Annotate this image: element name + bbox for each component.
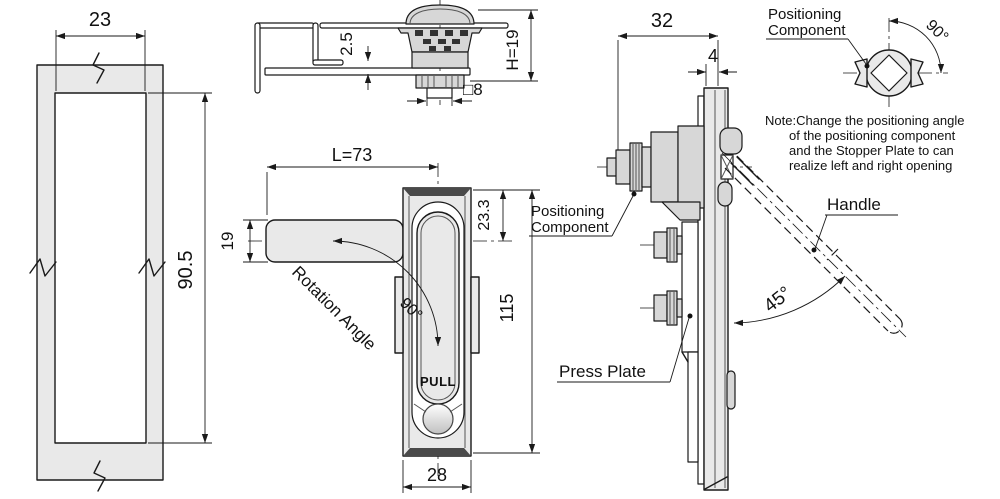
depth-dim: 32: [651, 10, 673, 32]
svg-text:Press Plate: Press Plate: [559, 362, 646, 381]
lock-square-shaft: [426, 87, 453, 99]
press-plate-lower: [687, 351, 699, 463]
positioning-component-label: Positioning Component: [529, 191, 637, 237]
detail-angle-dim: 90°: [922, 17, 951, 46]
side-tab-left: [394, 276, 404, 354]
lock-cap: [405, 4, 475, 25]
svg-text:Handle: Handle: [827, 195, 881, 214]
pivot-pin: [720, 154, 734, 180]
body-width-dim: 28: [427, 465, 447, 485]
handle-side-view: 32 4 45° Positioning Component Handle Pr…: [529, 10, 907, 491]
handle-hub-lower: [717, 181, 733, 207]
lock-nut: [415, 74, 465, 89]
push-lock-button: [422, 403, 454, 435]
positioning-detail-view: 90° Positioning Component: [766, 6, 951, 110]
body-bottom-bevel: [403, 448, 471, 456]
cutout-width-dim: 23: [89, 9, 111, 31]
detail-label: Positioning Component: [766, 6, 870, 69]
bracket-mid-leg: [312, 22, 319, 65]
arm-width-dim: 19: [218, 232, 237, 251]
panel-cutout-view: 23 90.5: [29, 9, 212, 492]
clamp-dim: 2.5: [337, 32, 356, 56]
bolt-assembly-1: [653, 227, 683, 263]
handle-length-dim: L=73: [332, 145, 373, 165]
cylinder-body: [650, 131, 679, 203]
break-mark-right: [138, 258, 166, 277]
note-line-3: and the Stopper Plate to can: [789, 143, 954, 158]
square-shaft-dim: □8: [463, 80, 483, 99]
svg-text:Positioning: Positioning: [531, 203, 604, 220]
break-mark-top: [92, 52, 105, 84]
svg-text:Positioning: Positioning: [768, 6, 841, 23]
break-mark-left: [29, 258, 57, 277]
handle-label: Handle: [811, 195, 898, 253]
press-plate-label: Press Plate: [557, 313, 693, 383]
mounting-plate: [264, 67, 471, 76]
top-offset-dim: 23.3: [476, 199, 493, 230]
cylinder-spacer: [641, 146, 652, 188]
rotation-angle-label: Rotation Angle: [288, 262, 380, 354]
serrated-washer: [629, 142, 643, 192]
bolt-assembly-2: [653, 290, 683, 326]
note-block: Note:Change the positioning angle of the…: [765, 113, 964, 173]
body-top-bevel: [403, 188, 471, 196]
support-wedge: [661, 201, 701, 221]
lock-side-view: 2.5 H=19 □8: [254, 0, 538, 106]
handle-open-position: [721, 152, 907, 338]
cutout-height-dim: 90.5: [175, 251, 197, 290]
break-mark-bottom: [93, 460, 106, 492]
lock-spring-stack: [415, 30, 468, 51]
panel-thickness-dim: 4: [708, 46, 718, 66]
panel-frame: [36, 64, 164, 481]
bracket-left-leg: [254, 22, 261, 94]
cylinder-flange: [677, 125, 705, 209]
svg-text:Component: Component: [768, 22, 846, 39]
handle-hub-upper: [719, 127, 743, 155]
bracket-top-bar-left: [255, 22, 315, 29]
handle-front-view: PULL 19 L=73 23.3 115 28 Rotation Angle …: [218, 145, 540, 493]
side-tab-right: [470, 276, 480, 354]
svg-text:Component: Component: [531, 219, 609, 236]
component-ear-left: [854, 58, 868, 88]
lock-barrel: [411, 51, 469, 69]
body-height-dim: 115: [497, 294, 517, 323]
bracket-mid-horizontal: [312, 59, 344, 66]
cylinder-nut: [615, 149, 631, 185]
pull-label: PULL: [420, 374, 456, 389]
stop-catch: [726, 370, 736, 410]
note-line-4: realize left and right opening: [789, 158, 952, 173]
note-line-2: of the positioning component: [789, 128, 956, 143]
note-line-1: Note:Change the positioning angle: [765, 113, 964, 128]
lock-height-dim: H=19: [503, 29, 522, 70]
